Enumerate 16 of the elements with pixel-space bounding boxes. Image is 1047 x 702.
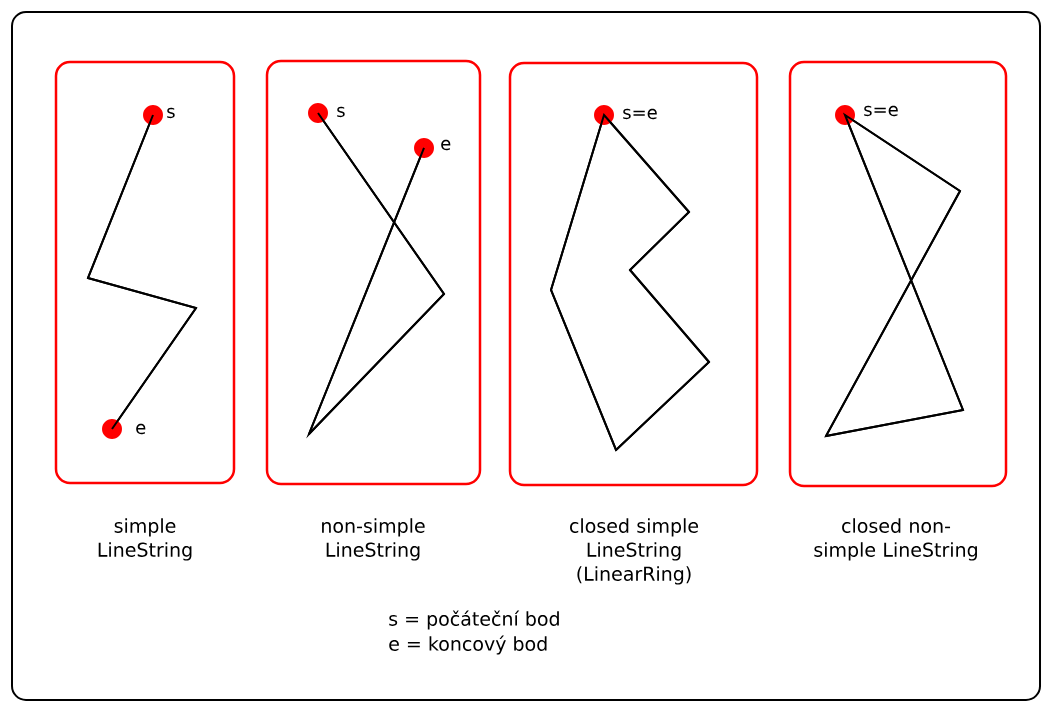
frame-box — [265, 59, 482, 486]
point-label: s — [337, 106, 345, 118]
point-label: s — [167, 107, 175, 119]
point-label: e — [441, 139, 451, 151]
frame-box — [508, 61, 759, 487]
node-label: simple LineString — [98, 518, 192, 561]
node-label: non-simple LineString — [322, 518, 425, 561]
point-label: e — [136, 423, 146, 435]
legend-text: s = počáteční bod — [389, 610, 559, 630]
point-label: s=e — [623, 108, 657, 120]
frame-box — [54, 60, 236, 485]
legend-text: e = koncový bod — [389, 635, 547, 655]
node-label: closed simple LineString (LinearRing) — [570, 518, 699, 585]
node-label: closed non-simple LineString — [814, 518, 977, 561]
frame-box — [788, 60, 1008, 488]
point-label: s=e — [864, 105, 898, 117]
